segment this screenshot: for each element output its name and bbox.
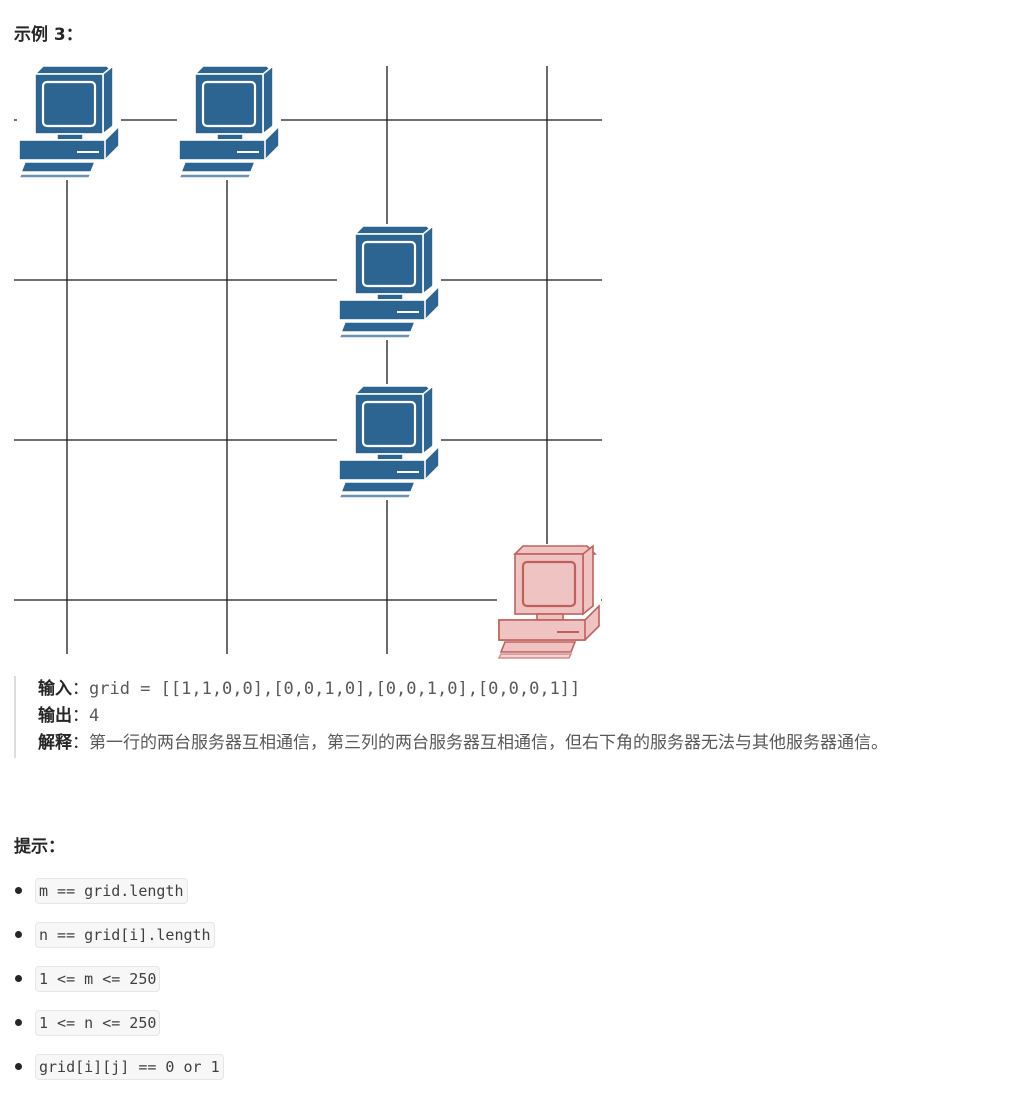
bullet-icon — [15, 931, 22, 938]
example-io-block: 输入：grid = [[1,1,0,0],[0,0,1,0],[0,0,1,0]… — [14, 676, 994, 758]
input-value: grid = [[1,1,0,0],[0,0,1,0],[0,0,1,0],[0… — [89, 679, 581, 699]
explanation-line: 解释：第一行的两台服务器互相通信，第三列的两台服务器互相通信，但右下角的服务器无… — [38, 730, 994, 757]
input-separator: ： — [72, 679, 89, 699]
input-line: 输入：grid = [[1,1,0,0],[0,0,1,0],[0,0,1,0]… — [38, 676, 994, 703]
bullet-icon — [15, 975, 22, 982]
output-value: 4 — [89, 706, 100, 726]
servers — [17, 64, 601, 660]
server-connected-icon — [177, 64, 281, 180]
server-connected-icon — [337, 384, 441, 500]
input-label: 输入 — [38, 679, 72, 699]
output-separator: ： — [72, 706, 89, 726]
output-line: 输出：4 — [38, 703, 994, 730]
hint-code: grid[i][j] == 0 or 1 — [35, 1054, 224, 1080]
explanation-text: 第一行的两台服务器互相通信，第三列的两台服务器互相通信，但右下角的服务器无法与其… — [89, 733, 888, 753]
server-isolated-icon — [497, 544, 601, 660]
example-heading: 示例 3： — [14, 25, 83, 45]
explanation-label: 解释 — [38, 733, 72, 753]
hint-code: n == grid[i].length — [35, 922, 215, 948]
explanation-separator: ： — [72, 733, 89, 753]
hint-code: 1 <= n <= 250 — [35, 1010, 161, 1036]
hints-heading: 提示： — [14, 837, 65, 857]
bullet-icon — [15, 1019, 22, 1026]
server-grid-figure — [14, 64, 602, 660]
hint-code: m == grid.length — [35, 878, 188, 904]
bullet-icon — [15, 1063, 22, 1070]
bullet-icon — [15, 887, 22, 894]
output-label: 输出 — [38, 706, 72, 726]
hint-code: 1 <= m <= 250 — [35, 966, 161, 992]
server-connected-icon — [17, 64, 121, 180]
server-connected-icon — [337, 224, 441, 340]
